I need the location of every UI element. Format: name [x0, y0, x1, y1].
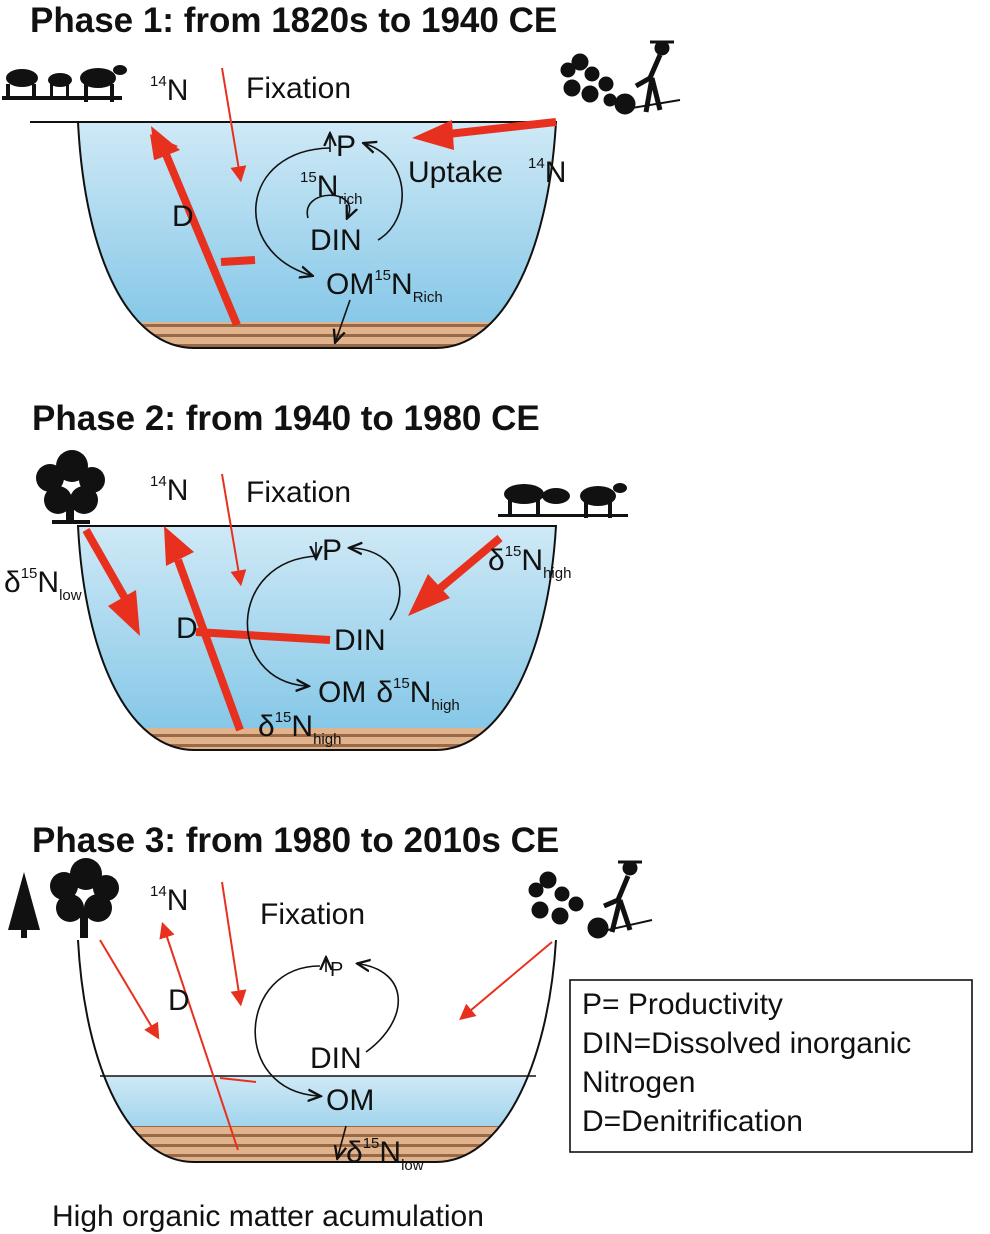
phase-2-d-label: D	[176, 612, 198, 645]
phase-3-d-label: D	[168, 984, 190, 1017]
phase-3-sediment-delta: δ15Nlow	[346, 1135, 424, 1174]
phase-2: Phase 2: from 1940 to 1980 CE	[4, 399, 628, 751]
runoff-low-arrow	[82, 528, 130, 602]
phase-3-caption: High organic matter acumulation	[52, 1200, 484, 1233]
phase-2-sediment	[78, 728, 556, 750]
denitrification-branch	[195, 628, 331, 644]
phase-1: Phase 1: from 1820s to 1940 CE	[2, 1, 681, 349]
phase-2-p-label: P	[322, 534, 342, 567]
tree-icon	[50, 858, 119, 938]
phase-2-din-label: DIN	[334, 624, 386, 657]
phase-1-uptake-n14: 14N	[528, 155, 566, 189]
phase-3-title: Phase 3: from 1980 to 2010s CE	[32, 821, 559, 860]
phase-2-left-delta: δ15Nlow	[4, 565, 82, 604]
phase-2-fixation-label: Fixation	[246, 476, 351, 509]
phase-3-cycle-arrows	[254, 960, 400, 1156]
tree-icon	[36, 450, 105, 524]
denitrification-arrow	[159, 921, 239, 1151]
phase-3-fixation-label: Fixation	[260, 898, 365, 931]
phase-3-p-label: P	[330, 959, 343, 981]
phase-3: Phase 3: from 1980 to 2010s CE	[8, 821, 653, 1233]
phase-2-cycle-arrows	[246, 542, 401, 686]
phase-1-fixation-label: Fixation	[246, 72, 351, 105]
denitrification-arrow	[161, 150, 241, 327]
denitrification-branch	[220, 256, 256, 266]
phase-3-red-arrows	[99, 881, 553, 1151]
legend-nitrogen: Nitrogen	[582, 1066, 695, 1099]
denitrification-branch	[219, 1077, 257, 1083]
farmer-icon	[528, 860, 653, 939]
phase-2-right-delta: δ15Nhigh	[488, 543, 571, 582]
phase-2-title: Phase 2: from 1940 to 1980 CE	[32, 399, 540, 438]
phase-1-n15-rich: 15Nrich	[300, 169, 363, 208]
phase-1-title: Phase 1: from 1820s to 1940 CE	[30, 1, 557, 40]
phase-2-n14: 14N	[150, 473, 188, 507]
legend-din: DIN=Dissolved inorganic	[582, 1027, 911, 1060]
legend: P= Productivity DIN=Dissolved inorganic …	[569, 979, 973, 1153]
phase-3-om-label: OM	[326, 1084, 374, 1117]
farmer-icon	[560, 40, 681, 115]
fixation-arrow	[221, 67, 247, 183]
phase-1-din-label: DIN	[310, 224, 362, 257]
legend-productivity: P= Productivity	[582, 988, 783, 1021]
phase-1-d-label: D	[172, 200, 194, 233]
phase-2-red-arrows	[82, 473, 503, 732]
fixation-arrow	[221, 881, 247, 1007]
legend-denitrification: D=Denitrification	[582, 1105, 803, 1138]
phase-1-uptake-label: Uptake	[408, 156, 503, 189]
phase-1-cycle-arrows	[255, 136, 403, 340]
runoff-high-arrow	[435, 534, 503, 594]
fixation-arrow	[221, 473, 247, 587]
runoff-left-arrow	[99, 939, 160, 1040]
denitrification-arrow	[174, 558, 244, 732]
phase-1-om-label: OM15NRich	[326, 267, 443, 306]
cattle-icon	[498, 483, 628, 518]
phase-3-lake	[77, 939, 557, 1163]
legend-box	[569, 979, 973, 1153]
phase-2-sediment-delta: δ15Nhigh	[258, 709, 341, 748]
cattle-icon	[2, 65, 127, 102]
phase-1-p-label: P	[336, 130, 356, 163]
phase-1-red-arrows	[150, 67, 557, 327]
phase-1-n14: 14N	[150, 73, 188, 107]
phase-3-din-label: DIN	[310, 1042, 362, 1075]
runoff-right-arrow	[459, 941, 553, 1021]
uptake-arrow	[447, 118, 557, 138]
pine-tree-icon	[8, 872, 40, 938]
phase-3-sediment	[78, 1126, 556, 1162]
phase-3-n14: 14N	[150, 883, 188, 917]
